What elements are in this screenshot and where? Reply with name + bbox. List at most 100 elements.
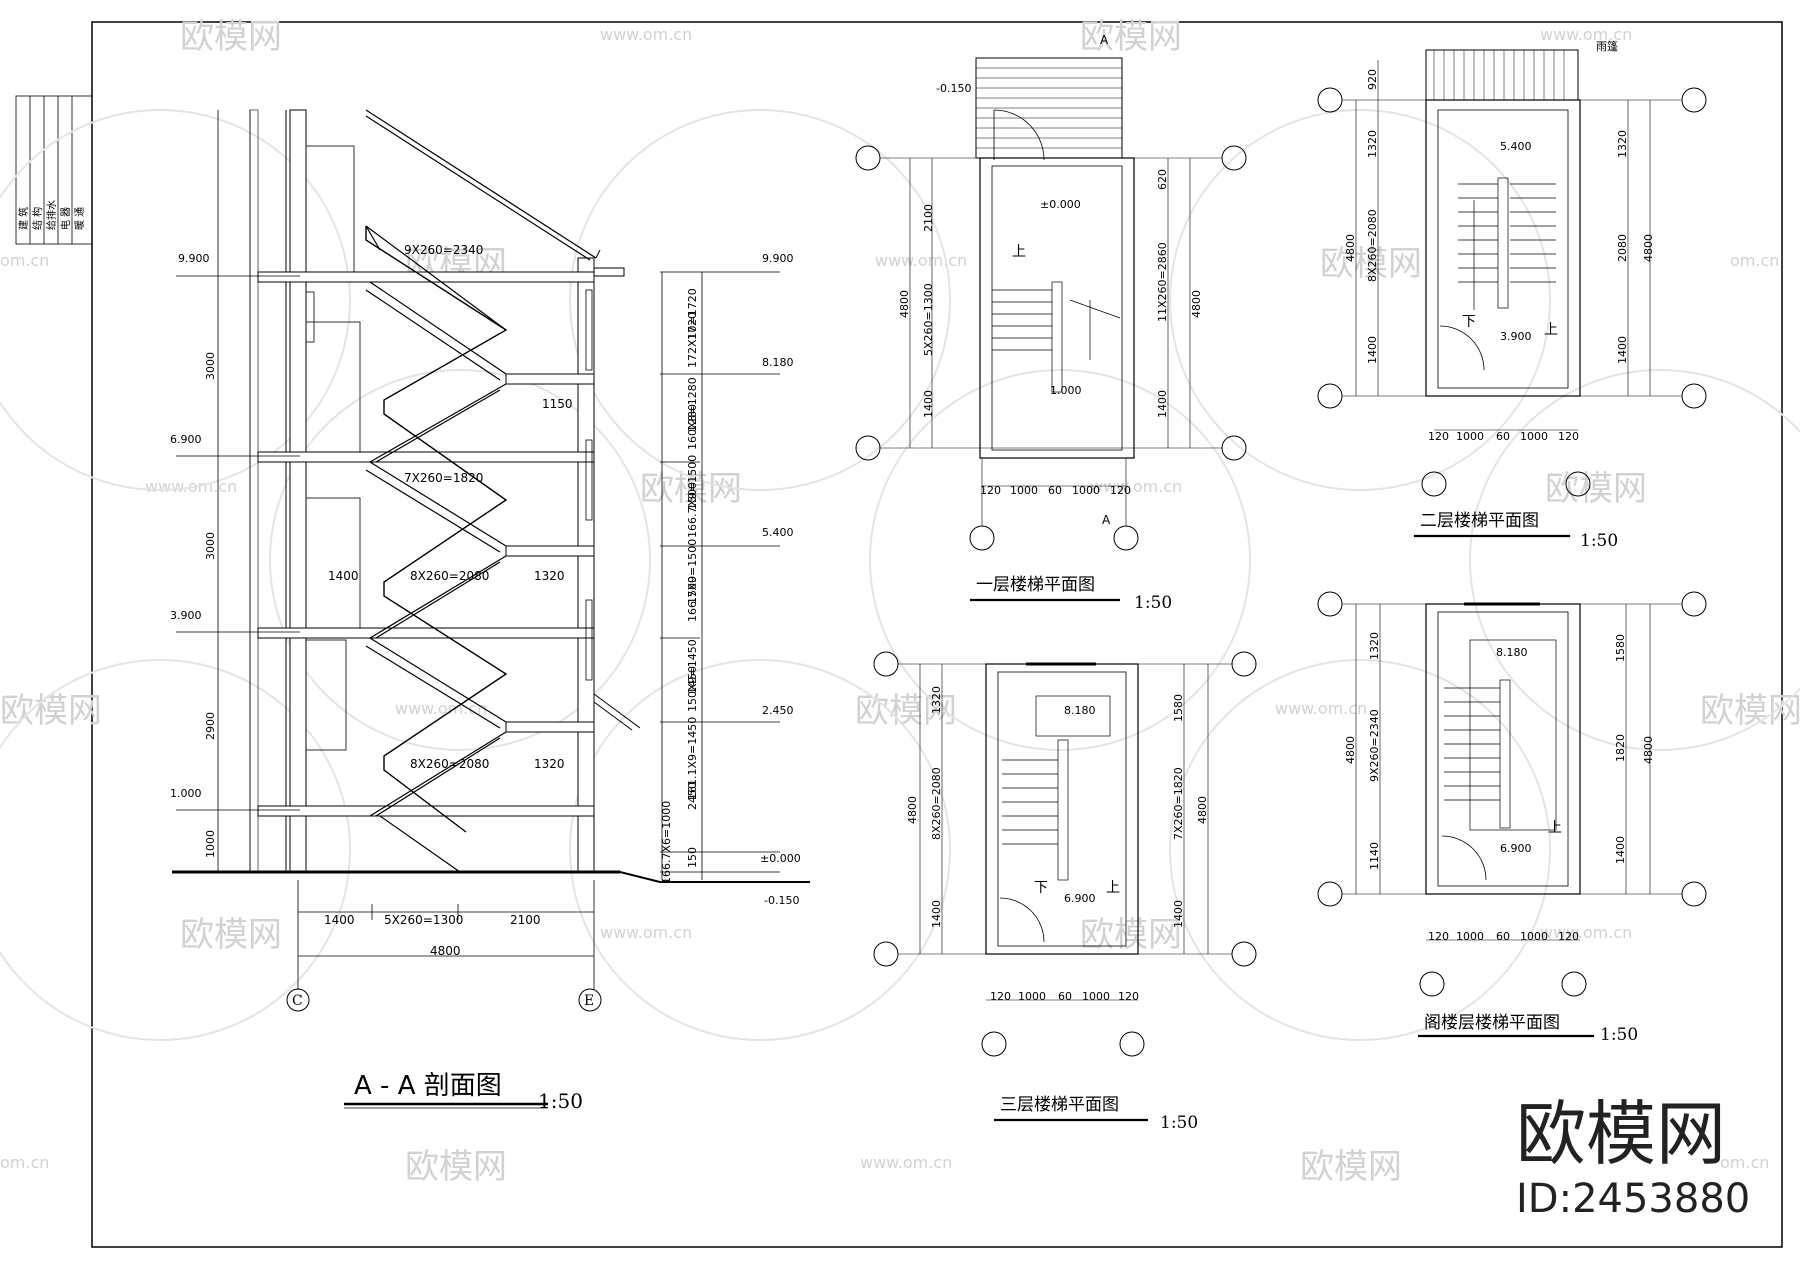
- watermark-brand: 欧模网: [1545, 469, 1647, 509]
- dim-label: 1450: [686, 666, 699, 694]
- dim-label: 150: [686, 847, 699, 868]
- title-block-item: 建 筑: [17, 207, 30, 230]
- plan-floor-3: 8.180 6.900 上 下 1320 8X260=2080 1400 480…: [873, 651, 1257, 1133]
- dim-label: 4800: [430, 944, 461, 958]
- dim-label: 1320: [930, 686, 943, 714]
- plan-title: 二层楼梯平面图: [1420, 511, 1539, 531]
- dim-label: 1000: [1018, 990, 1046, 1003]
- watermark-brand: 欧模网: [180, 17, 282, 57]
- level-label: 8.180: [762, 356, 794, 369]
- dim-label: 2080: [1616, 234, 1629, 262]
- dim-label: 60: [1496, 430, 1510, 443]
- title-block-item: 给排水: [45, 200, 58, 230]
- dim-label: 1000: [204, 830, 217, 858]
- up-label: 上: [1548, 820, 1562, 836]
- dim-label: 4800: [898, 290, 911, 318]
- dim-label: 1000: [1520, 430, 1548, 443]
- watermark-site: om.cn: [1720, 1153, 1769, 1172]
- title-block-item: 电 器: [59, 207, 72, 230]
- watermark-site: om.cn: [0, 1153, 49, 1172]
- step-label: 150X9=1450: [686, 639, 699, 712]
- plan-title: 一层楼梯平面图: [976, 575, 1095, 595]
- down-label: 下: [1462, 314, 1476, 330]
- dim-label: 1320: [1368, 632, 1381, 660]
- plan-floor-2: 雨篷 5.400 3.900 上 下 920 1320 8X260=2080 1…: [1317, 39, 1707, 551]
- axis-label: E: [584, 993, 594, 1009]
- dim-label: 1400: [1614, 836, 1627, 864]
- watermark-brand: 欧模网: [0, 691, 102, 731]
- level-label: ±0.000: [1040, 198, 1081, 211]
- plan-scale: 1:50: [1600, 1025, 1638, 1045]
- dim-label: 5X260=1300: [922, 283, 935, 356]
- dim-label: 9X260=2340: [1368, 709, 1381, 782]
- watermark-brand: 欧模网: [640, 469, 742, 509]
- dim-label: 1150: [542, 397, 573, 411]
- title-block-item: 暖 通: [73, 207, 86, 230]
- section-title: A - A 剖面图: [354, 1071, 502, 1101]
- dim-label: 120: [1118, 990, 1139, 1003]
- dim-label: 2100: [922, 204, 935, 232]
- dim-label: 8X260=2080: [930, 767, 943, 840]
- dim-label: 4800: [1196, 796, 1209, 824]
- level-label: 8.180: [1496, 646, 1528, 659]
- dim-label: 1140: [1368, 842, 1381, 870]
- dim-label: 120: [990, 990, 1011, 1003]
- dim-label: 4800: [1344, 736, 1357, 764]
- dim-label: 1500: [686, 576, 699, 604]
- dim-label: 1280: [686, 404, 699, 432]
- dim-label: 1820: [1614, 734, 1627, 762]
- dim-label: 1320: [1366, 130, 1379, 158]
- level-label: ±0.000: [760, 852, 801, 865]
- watermark-site: om.cn: [1730, 251, 1779, 270]
- cut-label: A: [1102, 513, 1111, 527]
- dim-label: 4800: [1642, 736, 1655, 764]
- watermark-layer: 欧模网 www.om.cn 欧模网 www.om.cn om.cn 欧模网 ww…: [0, 17, 1800, 1187]
- dim-label: 5X260=1300: [384, 913, 463, 927]
- dim-label: 1580: [1614, 634, 1627, 662]
- watermark-brand: 欧模网: [180, 915, 282, 955]
- level-label: 5.400: [1500, 140, 1532, 153]
- dim-label: 1000: [1010, 484, 1038, 497]
- watermark-id: ID:2453880: [1516, 1176, 1750, 1222]
- dim-label: 8X260=2080: [1366, 209, 1379, 282]
- level-label: 5.400: [762, 526, 794, 539]
- step-label: 166.7X9=1500: [686, 539, 699, 622]
- dim-label: 1320: [534, 757, 565, 771]
- canopy-label: 雨篷: [1596, 39, 1618, 53]
- flight-label: 8X260=2080: [410, 569, 489, 583]
- sheet-border: [91, 21, 1783, 1248]
- flight-label: 8X260=2080: [410, 757, 489, 771]
- dim-label: 7X260=1820: [1172, 767, 1185, 840]
- watermark-site: om.cn: [0, 251, 49, 270]
- level-label: 3.900: [1500, 330, 1532, 343]
- dim-label: 120: [1428, 430, 1449, 443]
- dim-label: 1320: [1616, 130, 1629, 158]
- watermark-site: www.om.cn: [1540, 25, 1632, 44]
- level-label: 8.180: [1064, 704, 1096, 717]
- dim-label: 1720: [686, 312, 699, 340]
- title-block: 建 筑 结 构 给排水 电 器 暖 通: [15, 95, 93, 245]
- dim-label: 120: [980, 484, 1001, 497]
- dim-label: 4800: [1344, 234, 1357, 262]
- flight-label: 9X260=2340: [404, 243, 483, 257]
- watermark-brand: 欧模网: [1320, 244, 1422, 284]
- level-label: -0.150: [936, 82, 971, 95]
- cut-label: A: [1100, 33, 1109, 47]
- dim-label: 1400: [1616, 336, 1629, 364]
- watermark-brand: 欧模网: [1080, 915, 1182, 955]
- down-label: 下: [1034, 880, 1048, 896]
- dim-label: 3000: [204, 532, 217, 560]
- watermark-site: www.om.cn: [1275, 699, 1367, 718]
- stair-flights: [365, 225, 507, 873]
- watermark-badge: 欧模网 ID:2453880: [1516, 1093, 1750, 1222]
- dim-label: 3000: [204, 352, 217, 380]
- plan-scale: 1:50: [1134, 593, 1172, 613]
- step-label: 160X8=1280: [686, 377, 699, 450]
- dim-label: 1000: [1072, 484, 1100, 497]
- dim-label: 1000: [1520, 930, 1548, 943]
- dim-label: 2100: [510, 913, 541, 927]
- dim-label: 60: [1496, 930, 1510, 943]
- watermark-site: www.om.cn: [600, 923, 692, 942]
- watermark-logo-text: 欧模网: [1516, 1093, 1726, 1175]
